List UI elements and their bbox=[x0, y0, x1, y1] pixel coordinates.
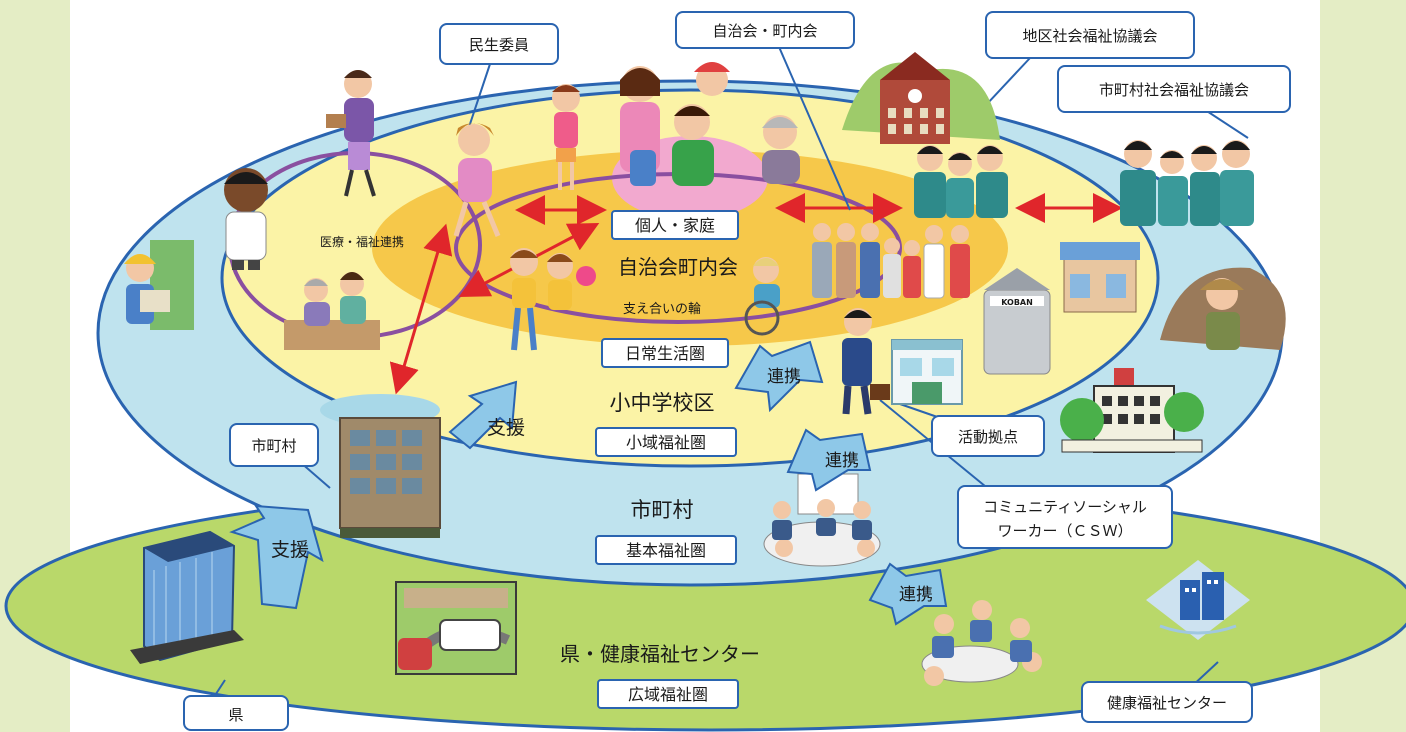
support-arrow-lower: 支援 bbox=[229, 504, 324, 610]
wheelchair-user-illustration bbox=[744, 257, 780, 336]
municipal-council-bubble bbox=[1057, 65, 1291, 113]
activity-base-bubble bbox=[931, 415, 1045, 457]
police-box-sign: KOBAN bbox=[1001, 298, 1033, 307]
school-building-illustration bbox=[842, 52, 1000, 144]
girl-illustration bbox=[552, 84, 580, 190]
welfare-commissioner-bubble bbox=[439, 23, 559, 65]
elderly-woman-illustration bbox=[762, 115, 800, 184]
children-illustration bbox=[510, 248, 596, 351]
daily-life-label-box bbox=[601, 338, 729, 368]
welfare-commissioner-bubble-text: 民生委員 bbox=[469, 36, 529, 54]
police-box-illustration: KOBAN bbox=[983, 268, 1051, 375]
wide-welfare-label-box bbox=[597, 679, 739, 709]
cooperation-arrow-3: 連携 bbox=[868, 562, 948, 626]
basic-welfare-area-label: 基本福祉圏 bbox=[626, 541, 706, 560]
mutual-support-label: 支え合いの輪 bbox=[623, 301, 701, 317]
support-label: 支援 bbox=[487, 417, 525, 439]
red-double-arrow bbox=[389, 223, 453, 395]
neighborhood-association-bubble-text: 自治会・町内会 bbox=[712, 22, 817, 40]
cooperation-arrow-1: 連携 bbox=[734, 340, 824, 413]
emergency-services-illustration bbox=[395, 581, 517, 675]
district-council-bubble bbox=[985, 11, 1195, 59]
support-arrow-upper: 支援 bbox=[448, 380, 525, 450]
welfare-commissioner-illustration bbox=[453, 123, 501, 237]
support-label: 支援 bbox=[271, 539, 309, 561]
prefecture-bubble bbox=[183, 695, 289, 731]
health-welfare-center-bubble-text: 健康福祉センター bbox=[1107, 694, 1227, 712]
elderly-care-illustration bbox=[284, 272, 380, 350]
health-welfare-center-bubble bbox=[1081, 681, 1253, 723]
health-welfare-center-illustration bbox=[1146, 560, 1250, 640]
prefecture-office-tower-illustration bbox=[130, 530, 244, 664]
farmer-illustration bbox=[1160, 267, 1286, 350]
municipality-zone-label: 市町村 bbox=[631, 498, 694, 522]
cooperation-arrow-2: 連携 bbox=[786, 428, 872, 492]
medical-welfare-cooperation-label: 医療・福祉連携 bbox=[320, 234, 404, 249]
social-worker-illustration bbox=[842, 308, 890, 415]
family-illustration bbox=[620, 62, 730, 186]
activity-base-bubble-text: 活動拠点 bbox=[958, 428, 1018, 446]
cooperation-label: 連携 bbox=[825, 451, 859, 471]
csw-bubble-text-line2: ワーカー（ＣＳＷ） bbox=[997, 522, 1132, 540]
household-label: 個人・家庭 bbox=[635, 216, 715, 235]
household-label-box bbox=[611, 210, 739, 240]
cooperation-label: 連携 bbox=[899, 585, 933, 605]
neighborhood-association-label: 自治会町内会 bbox=[618, 255, 738, 279]
community-people-illustration bbox=[812, 223, 970, 299]
activity-base-illustration bbox=[891, 339, 963, 405]
csw-bubble bbox=[957, 485, 1173, 549]
district-council-bubble-text: 地区社会福祉協議会 bbox=[1022, 27, 1157, 45]
businessmen-group-illustration bbox=[914, 145, 1008, 218]
municipal-office-illustration bbox=[320, 394, 441, 538]
shop-illustration bbox=[1060, 242, 1140, 313]
small-welfare-label-box bbox=[595, 427, 737, 457]
small-welfare-area-label: 小域福祉圏 bbox=[626, 433, 706, 452]
municipality-bubble bbox=[229, 423, 319, 467]
neighborhood-association-bubble bbox=[675, 11, 855, 49]
basic-welfare-label-box bbox=[595, 535, 737, 565]
school-district-label: 小中学校区 bbox=[610, 391, 715, 415]
prefecture-center-label: 県・健康福祉センター bbox=[560, 642, 760, 666]
council-members-illustration bbox=[1120, 140, 1254, 226]
hospital-illustration bbox=[1060, 368, 1204, 453]
municipal-council-bubble-text: 市町村社会福祉協議会 bbox=[1099, 81, 1249, 99]
csw-bubble-text-line1: コミュニティソーシャル bbox=[983, 498, 1147, 516]
municipality-bubble-text: 市町村 bbox=[251, 437, 296, 455]
discussion-group-illustration bbox=[921, 600, 1042, 686]
daily-life-area-label: 日常生活圏 bbox=[625, 344, 705, 363]
prefecture-bubble-text: 県 bbox=[228, 706, 243, 724]
meeting-illustration bbox=[763, 473, 881, 567]
construction-worker-illustration bbox=[124, 240, 194, 330]
cooperation-label: 連携 bbox=[767, 367, 801, 387]
wide-welfare-area-label: 広域福祉圏 bbox=[628, 685, 708, 704]
businesswoman-illustration bbox=[326, 70, 376, 197]
doctor-illustration bbox=[224, 168, 268, 270]
